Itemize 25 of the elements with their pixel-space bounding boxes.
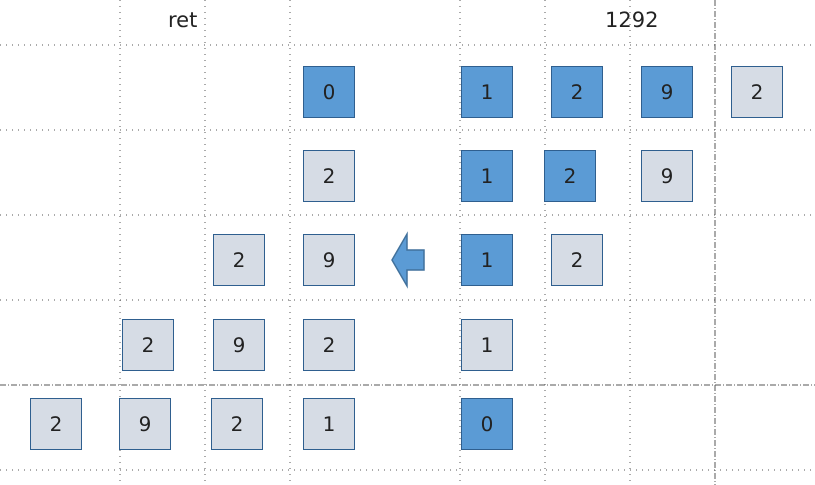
digit-box: 2 (211, 398, 263, 450)
digit-box: 2 (213, 234, 265, 286)
block-arrow (391, 231, 425, 289)
digit-box: 2 (303, 150, 355, 202)
digit-box: 1 (303, 398, 355, 450)
digit-box: 2 (122, 319, 174, 371)
digit-box: 1 (461, 234, 513, 286)
digit-box: 2 (30, 398, 82, 450)
digit-box: 2 (731, 66, 783, 118)
digit-box: 1 (461, 150, 513, 202)
digit-box: 2 (544, 150, 596, 202)
digit-box: 2 (551, 66, 603, 118)
digit-box: 9 (641, 66, 693, 118)
digit-box: 9 (641, 150, 693, 202)
digit-box: 2 (303, 319, 355, 371)
digit-box: 9 (213, 319, 265, 371)
digit-box: 9 (303, 234, 355, 286)
heading-label: ret (168, 8, 198, 32)
digit-box: 1 (461, 319, 513, 371)
digit-box: 9 (119, 398, 171, 450)
digit-box: 2 (551, 234, 603, 286)
digit-box: 0 (461, 398, 513, 450)
digit-box: 1 (461, 66, 513, 118)
heading-label: 1292 (605, 8, 658, 32)
digit-box: 0 (303, 66, 355, 118)
